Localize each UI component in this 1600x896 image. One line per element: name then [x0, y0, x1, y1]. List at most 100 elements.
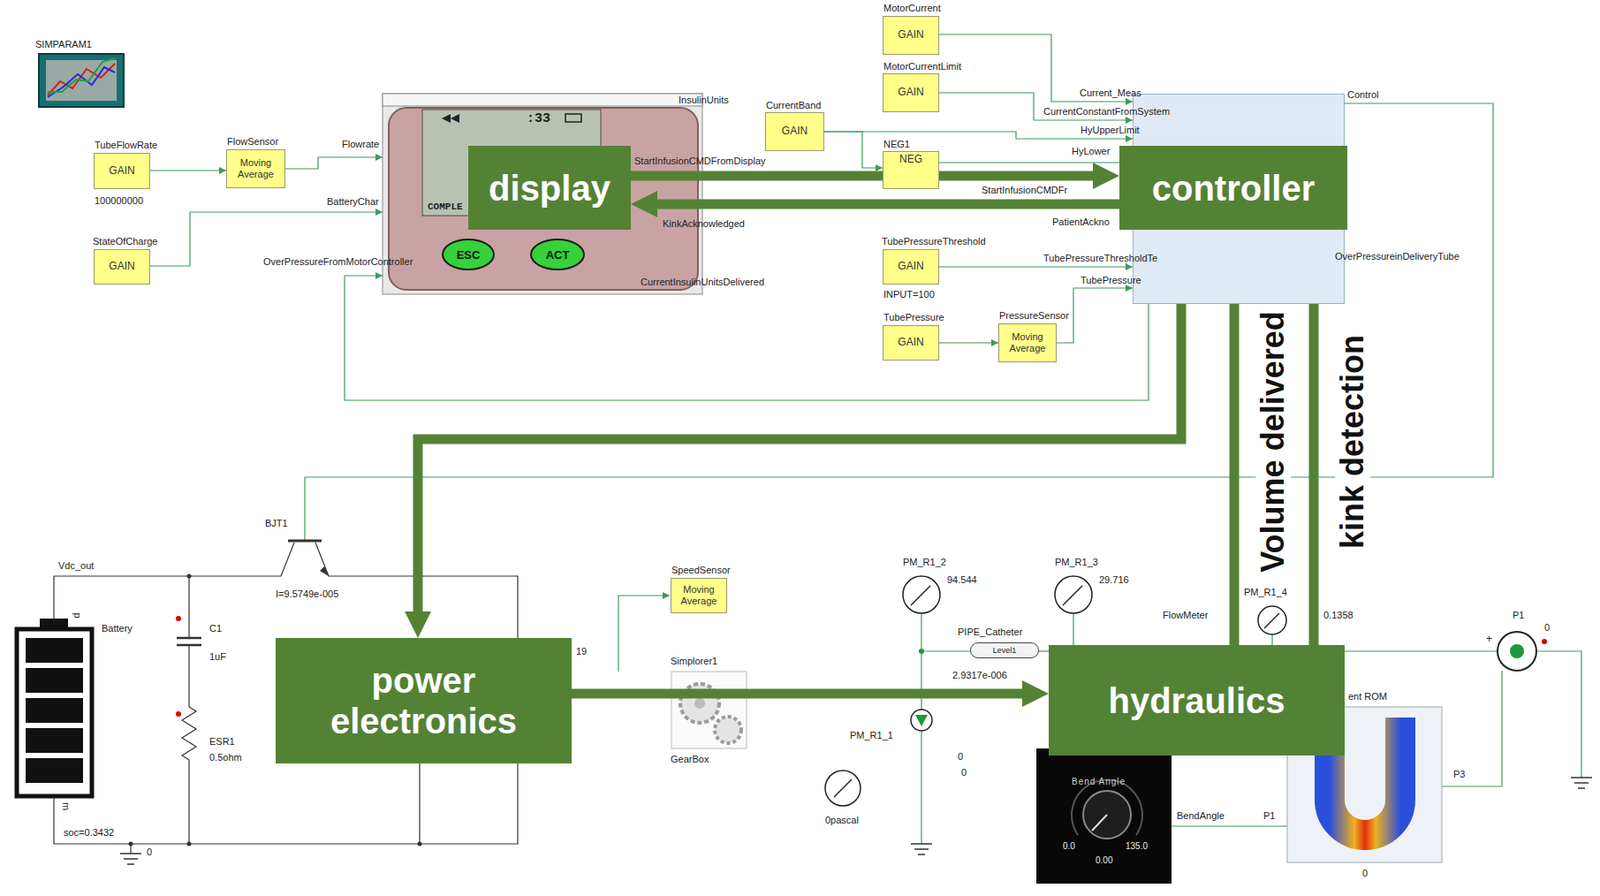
block-label: HyLower	[1071, 145, 1110, 158]
signal-label: FlowMeter	[1162, 609, 1208, 622]
block-label: StateOfCharge	[92, 235, 158, 248]
signal-label: 19	[576, 645, 587, 658]
signal-wire	[939, 161, 1133, 163]
block-label: INPUT=100	[883, 288, 935, 301]
panel-window	[382, 93, 703, 295]
block-label: SIMPARAM1	[35, 38, 92, 51]
subsystem-box: controller	[1119, 145, 1348, 230]
bend-angle-knob: Bend Angle0.0135.00.00	[1036, 748, 1172, 884]
signal-label: PM_R1_2	[902, 556, 947, 569]
pressure-source	[1497, 631, 1537, 671]
button: ESC	[441, 238, 495, 271]
box-text: NEG	[899, 153, 923, 167]
lcd-battery-icon	[565, 113, 582, 122]
signal-label: p	[70, 613, 83, 619]
signal-label: Vdc_out	[58, 560, 94, 572]
subsystem-box: hydraulics	[1048, 644, 1345, 756]
signal-label: 0	[961, 766, 967, 779]
signal-label: 94.544	[947, 574, 978, 586]
signal-label: soc=0.3432	[63, 826, 114, 839]
pressure-gauge	[825, 770, 861, 806]
polarity-dot	[175, 711, 182, 717]
transistor-symbol	[288, 539, 322, 543]
block-label: TubePressureThresholdTe	[1043, 252, 1158, 265]
box-text: controller	[1152, 167, 1315, 209]
hydraulic-wire	[921, 613, 1582, 844]
signal-label: 0.5ohm	[209, 751, 243, 764]
simparam-icon	[38, 53, 124, 107]
block-label: MotorCurrentLimit	[883, 60, 962, 73]
block-label: SpeedSensor	[671, 564, 731, 577]
signal-label: BendAngle	[1176, 810, 1225, 822]
signal-label: P1	[1263, 810, 1275, 822]
flow-arrow	[571, 689, 1023, 699]
junction-dot	[187, 841, 192, 847]
subsystem-box: display	[468, 145, 631, 230]
gearbox-picture	[671, 671, 747, 749]
gain-block: TubePressureGAIN	[882, 325, 940, 361]
signal-wire	[1038, 650, 1049, 652]
bend-angle-panel	[1036, 748, 1172, 884]
flow-arrow	[1229, 256, 1240, 645]
block-label: TubeFlowRate	[94, 139, 158, 152]
block-label: CurrentConstantFromSystem	[1043, 106, 1170, 118]
ground-symbol	[910, 777, 1593, 855]
block-label: 0.00	[1095, 855, 1113, 865]
box-text: Moving Average	[1002, 331, 1053, 354]
box-text: GAIN	[108, 165, 135, 178]
block-label: Control	[1347, 89, 1379, 101]
signal-label: KinkAcknowledged	[662, 218, 745, 230]
button: ACT	[530, 238, 585, 271]
signal-wire	[939, 341, 999, 343]
moving-average-block: PressureSensorMoving Average	[998, 323, 1057, 363]
block-label: TubePressure	[883, 311, 945, 324]
signal-label: PM_R1_3	[1054, 556, 1099, 569]
signal-label: StartInfusionCMDFromDisplay	[634, 155, 766, 167]
signal-wire	[824, 131, 883, 168]
moving-average-block: SpeedSensorMoving Average	[670, 577, 728, 614]
gauge-needle	[1264, 613, 1280, 629]
gain-block: TubeFlowRateGAIN100000000	[93, 152, 151, 190]
block-label: :33	[526, 111, 551, 127]
moving-average-block: FlowSensorMoving Average	[226, 149, 286, 189]
signal-label: 0	[146, 846, 152, 858]
gear-hub	[694, 697, 706, 709]
box-text: Moving Average	[674, 583, 723, 607]
box-text: GAIN	[897, 29, 924, 42]
pressure-gauge	[1258, 606, 1287, 635]
signal-label: Flowrate	[341, 138, 380, 151]
block-label: StartInfusionCMDFr	[981, 184, 1068, 197]
block-label: 135.0	[1125, 841, 1148, 851]
signal-label: 2.9317e-006	[952, 669, 1008, 682]
subsystem-box: power electronics	[275, 637, 572, 764]
signal-label: BatteryChar	[326, 196, 380, 208]
negate-block: NEG1NEG	[882, 151, 940, 190]
box-text: power electronics	[286, 659, 562, 742]
signal-label: 0	[1544, 621, 1550, 634]
block-label: TubePressure	[1080, 274, 1142, 287]
box-text: GAIN	[897, 260, 924, 273]
signal-wire	[939, 265, 1133, 267]
gain-block: StateOfChargeGAIN	[93, 249, 151, 285]
block-label: 0.0	[1062, 841, 1076, 851]
pressure-gauge	[1054, 576, 1092, 614]
box-text: hydraulics	[1107, 680, 1285, 721]
ground-symbol	[120, 853, 142, 865]
lcd-icon	[441, 113, 460, 123]
transistor-arrow	[319, 566, 329, 577]
block-label: FlowSensor	[227, 136, 279, 148]
box-text: display	[488, 167, 611, 209]
signal-label: +	[1486, 632, 1493, 645]
polarity-dot	[1541, 638, 1547, 645]
box-text: GAIN	[781, 125, 808, 138]
signal-label: P1	[1512, 609, 1525, 622]
signal-label: ent ROM	[1348, 690, 1388, 703]
signal-label: OverPressureFromMotorController	[263, 256, 413, 268]
junction-dot	[128, 841, 134, 847]
battery-cells	[25, 637, 84, 783]
window-title-bar	[382, 93, 703, 107]
box-text: GAIN	[897, 336, 924, 349]
gauge-needle	[910, 585, 931, 606]
block-label: NEG1	[883, 138, 910, 151]
source-arrow	[915, 714, 928, 727]
